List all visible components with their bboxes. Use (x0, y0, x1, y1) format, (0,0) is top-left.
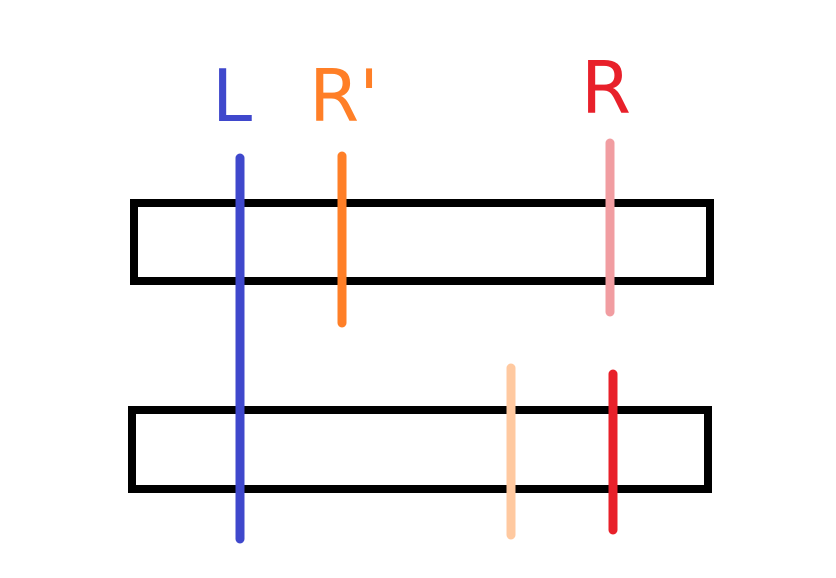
label-L: L (212, 54, 252, 138)
top-window-box (130, 199, 714, 285)
label-R-prime: R' (309, 54, 379, 138)
label-R: R (581, 46, 631, 130)
bottom-window-box (128, 406, 712, 493)
